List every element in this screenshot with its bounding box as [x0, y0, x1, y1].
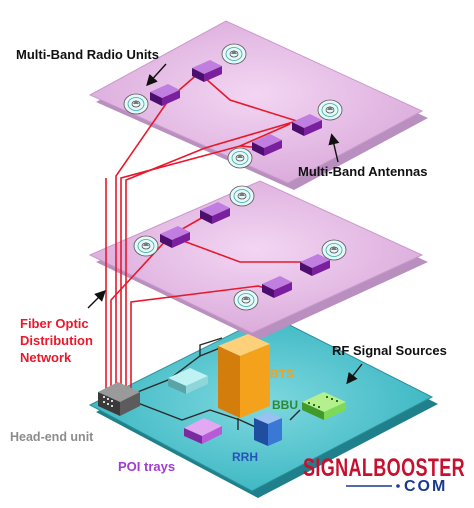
- antenna: [123, 93, 149, 115]
- antenna: [221, 43, 247, 65]
- arrow-fiber: [87, 290, 106, 309]
- bts-cabinet: [218, 334, 270, 418]
- antenna: [321, 239, 347, 261]
- label-radio-units: Multi-Band Radio Units: [16, 47, 159, 62]
- label-fiber-line3: Network: [20, 350, 72, 365]
- radio-unit: [200, 202, 230, 224]
- label-headend: Head-end unit: [10, 430, 94, 444]
- rf-device: [168, 368, 208, 394]
- rrh-unit: [254, 412, 282, 446]
- label-bbu: BBU: [272, 398, 298, 412]
- label-bts: BTS: [270, 367, 294, 381]
- radio-unit: [150, 84, 180, 106]
- brand-logo: SIGNALBOOSTER COM: [303, 454, 465, 495]
- radio-unit: [252, 134, 282, 156]
- label-antennas: Multi-Band Antennas: [298, 164, 428, 179]
- middle-floor-radio-units: [160, 202, 330, 298]
- arrow-antennas: [328, 133, 340, 163]
- antenna: [233, 289, 259, 311]
- antenna: [229, 185, 255, 207]
- radio-unit: [262, 276, 292, 298]
- arrow-rf-sources: [346, 363, 363, 385]
- arrow-radio-units: [146, 63, 167, 87]
- brand-name: SIGNALBOOSTER: [303, 454, 465, 482]
- antenna: [133, 235, 159, 257]
- antenna: [227, 147, 253, 169]
- middle-floor: [88, 180, 428, 340]
- top-floor-radio-units: [150, 60, 322, 156]
- antenna: [317, 99, 343, 121]
- brand-dot: [396, 484, 400, 488]
- label-rrh: RRH: [232, 450, 258, 464]
- label-fiber-line2: Distribution: [20, 333, 93, 348]
- brand-suffix: COM: [404, 478, 447, 495]
- bbu-tray: [302, 392, 346, 420]
- radio-unit: [300, 254, 330, 276]
- top-floor-antennas: [123, 43, 343, 169]
- headend-box: [98, 382, 140, 416]
- radio-unit: [292, 114, 322, 136]
- radio-unit: [160, 226, 190, 248]
- label-arrows: [87, 63, 363, 385]
- label-rf-sources: RF Signal Sources: [332, 343, 447, 358]
- middle-floor-antennas: [133, 185, 347, 311]
- label-fiber-line1: Fiber Optic: [20, 316, 89, 331]
- label-poi: POI trays: [118, 459, 175, 474]
- radio-unit: [192, 60, 222, 82]
- poi-tray: [184, 418, 222, 444]
